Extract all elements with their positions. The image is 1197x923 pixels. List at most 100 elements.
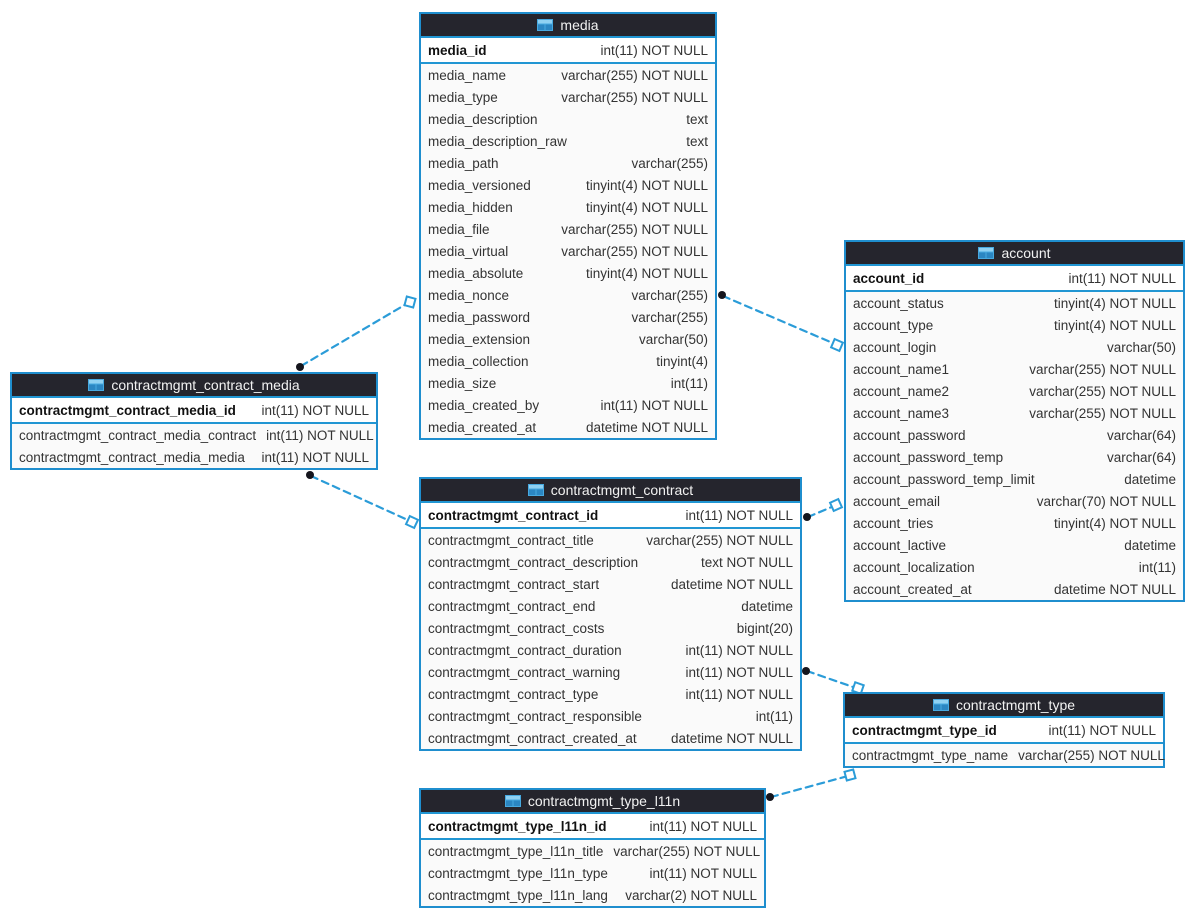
relationship-media-to-account[interactable] <box>718 291 845 353</box>
column-row[interactable]: account_name3 varchar(255) NOT NULL <box>846 402 1183 424</box>
column-row[interactable]: account_status tinyint(4) NOT NULL <box>846 292 1183 314</box>
column-row[interactable]: media_type varchar(255) NOT NULL <box>421 86 715 108</box>
table-header[interactable]: contractmgmt_type_l11n <box>421 790 764 814</box>
column-row[interactable]: account_localization int(11) <box>846 556 1183 578</box>
pk-row[interactable]: contractmgmt_contract_media_id int(11) N… <box>12 398 376 424</box>
column-row[interactable]: contractmgmt_contract_duration int(11) N… <box>421 639 800 661</box>
table-media[interactable]: media media_id int(11) NOT NULL media_na… <box>419 12 717 440</box>
table-columns: contractmgmt_type_l11n_title varchar(255… <box>421 840 764 906</box>
column-row[interactable]: contractmgmt_type_name varchar(255) NOT … <box>845 744 1165 766</box>
column-row[interactable]: media_hidden tinyint(4) NOT NULL <box>421 196 715 218</box>
column-row[interactable]: contractmgmt_contract_end datetime <box>421 595 800 617</box>
pk-row[interactable]: media_id int(11) NOT NULL <box>421 38 715 64</box>
column-row[interactable]: account_type tinyint(4) NOT NULL <box>846 314 1183 336</box>
column-row[interactable]: contractmgmt_contract_responsible int(11… <box>421 705 800 727</box>
table-header[interactable]: contractmgmt_contract_media <box>12 374 376 398</box>
column-type: varchar(255) NOT NULL <box>1029 383 1176 399</box>
column-name: contractmgmt_type_name <box>852 747 1009 763</box>
column-row[interactable]: account_name1 varchar(255) NOT NULL <box>846 358 1183 380</box>
column-name: account_lactive <box>853 537 947 553</box>
column-row[interactable]: account_name2 varchar(255) NOT NULL <box>846 380 1183 402</box>
column-name: account_login <box>853 339 937 355</box>
column-name: contractmgmt_contract_warning <box>428 664 621 680</box>
column-row[interactable]: contractmgmt_contract_type int(11) NOT N… <box>421 683 800 705</box>
pk-row[interactable]: contractmgmt_type_l11n_id int(11) NOT NU… <box>421 814 764 840</box>
column-row[interactable]: account_password_temp varchar(64) <box>846 446 1183 468</box>
column-name: contractmgmt_contract_duration <box>428 642 622 658</box>
pk-column-type: int(11) NOT NULL <box>685 507 793 523</box>
column-row[interactable]: account_password_temp_limit datetime <box>846 468 1183 490</box>
column-row[interactable]: media_created_at datetime NOT NULL <box>421 416 715 438</box>
column-row[interactable]: contractmgmt_contract_start datetime NOT… <box>421 573 800 595</box>
table-contractmgmt-contract[interactable]: contractmgmt_contract contractmgmt_contr… <box>419 477 802 751</box>
column-type: varchar(255) NOT NULL <box>561 243 708 259</box>
column-row[interactable]: account_email varchar(70) NOT NULL <box>846 490 1183 512</box>
table-header[interactable]: contractmgmt_type <box>845 694 1163 718</box>
column-row[interactable]: contractmgmt_contract_title varchar(255)… <box>421 529 800 551</box>
column-row[interactable]: media_file varchar(255) NOT NULL <box>421 218 715 240</box>
relationship-contract-to-type[interactable] <box>802 667 865 695</box>
column-row[interactable]: media_versioned tinyint(4) NOT NULL <box>421 174 715 196</box>
pk-column-type: int(11) NOT NULL <box>261 402 369 418</box>
column-row[interactable]: contractmgmt_contract_warning int(11) NO… <box>421 661 800 683</box>
column-row[interactable]: contractmgmt_contract_costs bigint(20) <box>421 617 800 639</box>
column-row[interactable]: media_description_raw text <box>421 130 715 152</box>
relationship-contract-media-to-contract[interactable] <box>306 471 420 530</box>
relation-diamond-icon <box>829 337 845 353</box>
table-contractmgmt-contract-media[interactable]: contractmgmt_contract_media contractmgmt… <box>10 372 378 470</box>
column-name: media_name <box>428 67 507 83</box>
column-name: account_localization <box>853 559 975 575</box>
table-account[interactable]: account account_id int(11) NOT NULL acco… <box>844 240 1185 602</box>
table-columns: contractmgmt_contract_media_contract int… <box>12 424 376 468</box>
pk-row[interactable]: account_id int(11) NOT NULL <box>846 266 1183 292</box>
column-row[interactable]: media_size int(11) <box>421 372 715 394</box>
pk-column-type: int(11) NOT NULL <box>1068 270 1176 286</box>
table-header[interactable]: account <box>846 242 1183 266</box>
relationship-contract-media-to-media[interactable] <box>296 295 417 371</box>
table-header[interactable]: contractmgmt_contract <box>421 479 800 503</box>
table-contractmgmt-type[interactable]: contractmgmt_type contractmgmt_type_id i… <box>843 692 1165 768</box>
table-title: contractmgmt_contract_media <box>111 377 300 393</box>
column-name: contractmgmt_type_l11n_type <box>428 865 608 881</box>
table-title: media <box>560 17 599 33</box>
column-row[interactable]: media_virtual varchar(255) NOT NULL <box>421 240 715 262</box>
column-row[interactable]: account_password varchar(64) <box>846 424 1183 446</box>
column-row[interactable]: media_password varchar(255) <box>421 306 715 328</box>
column-type: varchar(50) <box>638 331 708 347</box>
table-header[interactable]: media <box>421 14 715 38</box>
column-row[interactable]: media_extension varchar(50) <box>421 328 715 350</box>
column-type: varchar(255) <box>631 287 708 303</box>
table-columns: contractmgmt_type_name varchar(255) NOT … <box>845 744 1165 766</box>
column-row[interactable]: account_created_at datetime NOT NULL <box>846 578 1183 600</box>
column-row[interactable]: contractmgmt_type_l11n_type int(11) NOT … <box>421 862 764 884</box>
column-row[interactable]: media_description text <box>421 108 715 130</box>
column-row[interactable]: media_collection tinyint(4) <box>421 350 715 372</box>
column-type: varchar(255) NOT NULL <box>1018 747 1165 763</box>
pk-column-type: int(11) NOT NULL <box>1048 722 1156 738</box>
column-row[interactable]: account_login varchar(50) <box>846 336 1183 358</box>
relationship-contract-to-account[interactable] <box>803 497 844 521</box>
column-row[interactable]: contractmgmt_contract_created_at datetim… <box>421 727 800 749</box>
column-row[interactable]: contractmgmt_type_l11n_lang varchar(2) N… <box>421 884 764 906</box>
column-row[interactable]: media_absolute tinyint(4) NOT NULL <box>421 262 715 284</box>
column-row[interactable]: account_lactive datetime <box>846 534 1183 556</box>
column-type: varchar(50) <box>1106 339 1176 355</box>
column-row[interactable]: media_created_by int(11) NOT NULL <box>421 394 715 416</box>
column-row[interactable]: contractmgmt_contract_description text N… <box>421 551 800 573</box>
pk-row[interactable]: contractmgmt_type_id int(11) NOT NULL <box>845 718 1163 744</box>
column-row[interactable]: media_path varchar(255) <box>421 152 715 174</box>
relationship-type-l11n-to-type[interactable] <box>766 768 857 801</box>
pk-row[interactable]: contractmgmt_contract_id int(11) NOT NUL… <box>421 503 800 529</box>
column-row[interactable]: media_name varchar(255) NOT NULL <box>421 64 715 86</box>
column-name: account_status <box>853 295 944 311</box>
table-contractmgmt-type-l11n[interactable]: contractmgmt_type_l11n contractmgmt_type… <box>419 788 766 908</box>
column-row[interactable]: contractmgmt_contract_media_media int(11… <box>12 446 376 468</box>
column-row[interactable]: contractmgmt_contract_media_contract int… <box>12 424 376 446</box>
column-name: contractmgmt_contract_media_contract <box>19 427 257 443</box>
column-row[interactable]: account_tries tinyint(4) NOT NULL <box>846 512 1183 534</box>
pk-column-name: contractmgmt_contract_id <box>428 507 599 523</box>
column-name: contractmgmt_type_l11n_title <box>428 843 604 859</box>
column-row[interactable]: contractmgmt_type_l11n_title varchar(255… <box>421 840 764 862</box>
column-row[interactable]: media_nonce varchar(255) <box>421 284 715 306</box>
